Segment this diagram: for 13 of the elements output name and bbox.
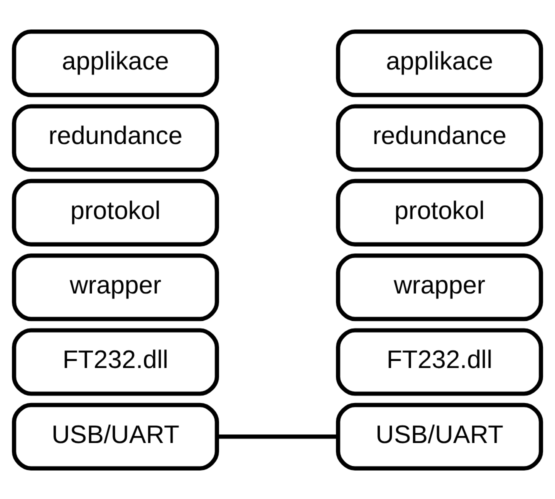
node-box: USB/UART (336, 402, 544, 470)
node-box: FT232.dll (336, 328, 544, 396)
node-box: protokol (336, 178, 544, 246)
node-box: applikace (12, 29, 220, 97)
node-box: redundance (336, 104, 544, 172)
node-box: wrapper (336, 253, 544, 321)
node-box: protokol (12, 178, 220, 246)
node-box: wrapper (12, 253, 220, 321)
node-box: USB/UART (12, 402, 220, 470)
connector (217, 434, 338, 438)
node-box: FT232.dll (12, 328, 220, 396)
node-box: redundance (12, 104, 220, 172)
node-box: applikace (336, 29, 544, 97)
